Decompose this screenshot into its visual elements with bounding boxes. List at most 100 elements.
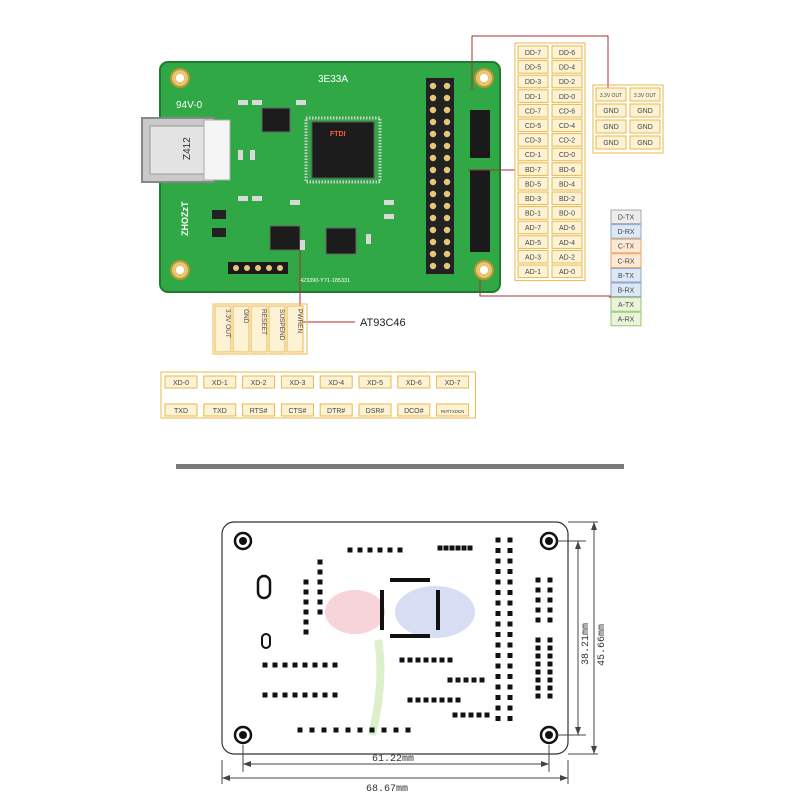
footprint-pad (317, 569, 323, 575)
uart-header-cell (610, 209, 642, 225)
right-header-cell (517, 162, 549, 176)
bottom-header-cell (232, 305, 250, 353)
right-header-label: AD-6 (559, 225, 575, 232)
usb-slot-2 (261, 633, 271, 649)
footprint-pad (495, 579, 501, 585)
right-header-label: AD-7 (525, 225, 541, 232)
uart-header-label: A-RX (618, 317, 635, 324)
right-header-label: CD-3 (525, 138, 541, 145)
right-header-label: DD-2 (559, 79, 575, 86)
footprint-pad (535, 645, 541, 651)
footprint-pad (495, 548, 501, 553)
right-header-cell (551, 89, 583, 103)
right-header-cell (551, 162, 583, 176)
right-header-cell (517, 235, 549, 249)
footprint-pad (535, 597, 541, 603)
footprint-pad (407, 697, 413, 703)
footprint-pad (455, 697, 461, 703)
right-header-label: AD-5 (525, 240, 541, 247)
right-header-label: AD-4 (559, 240, 575, 247)
dim-width-inner: 61.22mm (372, 754, 414, 765)
xd-top-cell (397, 375, 431, 389)
usb-slot (256, 574, 272, 600)
highlight-green (368, 639, 385, 736)
right-header-cell (551, 235, 583, 249)
footprint-pad (467, 545, 473, 551)
footprint-pad (317, 559, 323, 565)
footprint-pad (495, 537, 501, 543)
footprint-pad (507, 674, 513, 679)
right-header-label: CD-4 (559, 123, 575, 130)
power-header-label: GND (603, 124, 619, 131)
xd-top-cell (358, 375, 392, 389)
footprint-pad (507, 569, 513, 574)
xd-bottom-cell (280, 403, 314, 417)
pcb-pin (429, 238, 437, 246)
right-header-label: AD-3 (525, 254, 541, 261)
footprint-pad (345, 727, 351, 733)
footprint-pad (547, 669, 553, 675)
right-header-label: DD-5 (525, 65, 541, 72)
footprint-pad (447, 697, 453, 703)
right-header-cell (551, 133, 583, 147)
right-header-label: BD-6 (559, 167, 575, 174)
xd-bottom-label: DCO# (404, 408, 424, 415)
power-header-label: GND (603, 108, 619, 115)
pcb-pin (429, 82, 437, 90)
footprint-pad (507, 537, 513, 543)
right-header-label: BD-3 (525, 196, 541, 203)
footprint-pad (495, 611, 501, 616)
footprint-pad (461, 545, 467, 551)
footprint-pad (495, 674, 501, 679)
xd-top-cell (280, 375, 314, 389)
footprint-pad (495, 600, 501, 606)
footprint-pad (507, 600, 513, 606)
footprint-pad (272, 692, 278, 698)
footprint-pad (535, 587, 541, 593)
footprint-pad (471, 677, 477, 683)
right-header-label: DD-4 (559, 65, 575, 72)
pcb-pin (429, 178, 437, 186)
bottom-header-label: RESEET (260, 309, 267, 335)
footprint-pad (333, 727, 339, 733)
right-header-label: BD-1 (525, 211, 541, 218)
footprint-pad (317, 609, 323, 615)
footprint-pad (507, 705, 513, 711)
xd-top-cell (319, 375, 353, 389)
uart-header-cell (610, 224, 642, 239)
uart-header-cell (610, 253, 642, 268)
footprint-pad (423, 657, 429, 663)
footprint-pad (332, 692, 338, 698)
footprint-pad (322, 662, 328, 668)
power-header-cell (629, 135, 661, 150)
right-header-cell (517, 103, 549, 118)
footprint-pad (397, 547, 403, 553)
pcb-pin (429, 106, 437, 114)
footprint-pad (547, 637, 553, 643)
footprint-pad (367, 547, 373, 553)
footprint-pad (535, 637, 541, 643)
pcb-board: Z412 94V-0 3E33A ZHOZzT FTDI (141, 61, 501, 293)
xd-top-cell (203, 375, 237, 389)
footprint-pad (507, 695, 513, 700)
uart-header-label: B-TX (618, 273, 634, 280)
footprint-pad (443, 545, 449, 551)
right-header-cell (517, 220, 549, 235)
pcb-pin (443, 214, 451, 222)
xd-top-label: XD-1 (212, 380, 228, 387)
right-header-cell (551, 74, 583, 89)
dim-width-outer: 68.67mm (366, 784, 408, 795)
power-header-cell (629, 103, 661, 118)
right-header-label: DD-7 (525, 50, 541, 57)
footprint-pad (415, 697, 421, 703)
footprint-pad (303, 589, 309, 595)
dim-height-outer: 45.66mm (597, 624, 608, 666)
footprint-pad (547, 617, 553, 623)
right-header-label: CD-5 (525, 123, 541, 130)
footprint-pad (535, 685, 541, 691)
uart-header-legend: D-TXD-RXC-TXC-RXB-TXB-RXA-TXA-RX (610, 209, 642, 327)
pcb-pin (429, 94, 437, 102)
pcb-pin (443, 106, 451, 114)
footprint-pad (437, 545, 443, 551)
pcb-pin (429, 202, 437, 210)
